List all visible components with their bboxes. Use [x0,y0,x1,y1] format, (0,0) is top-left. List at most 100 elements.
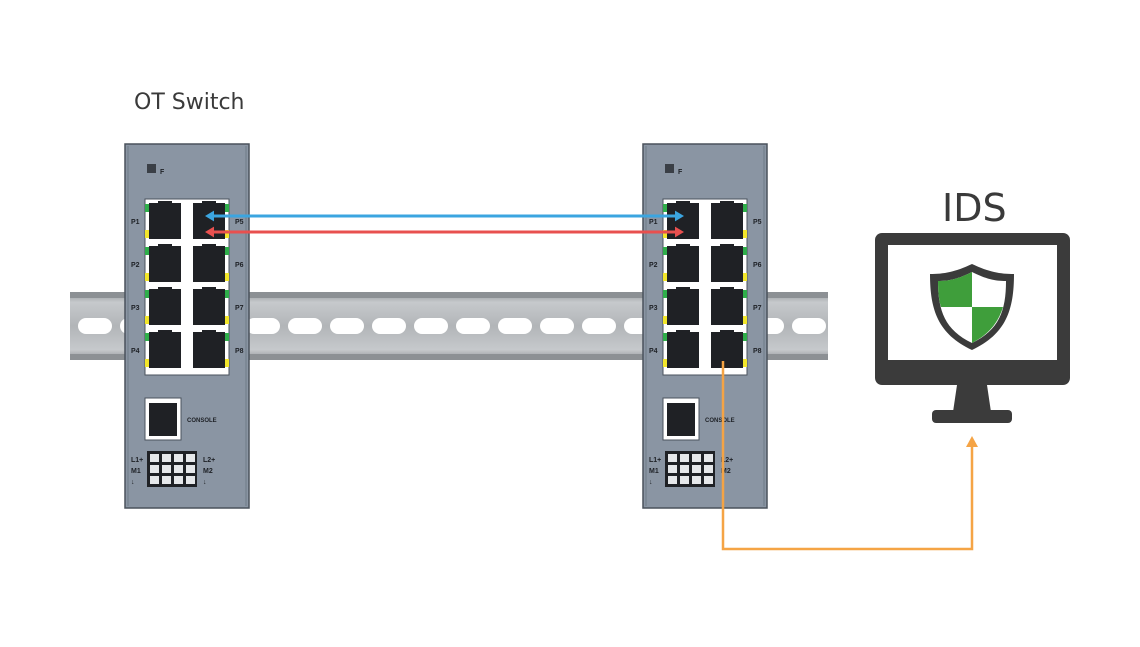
ethernet-port[interactable] [663,287,699,325]
terminal-screw [186,476,195,484]
port-activity-led [145,359,149,367]
port-activity-led [225,359,229,367]
ot-switch-label: OT Switch [134,90,245,115]
port-activity-led [663,273,667,281]
ethernet-port[interactable] [711,201,747,239]
ethernet-port[interactable] [145,244,181,282]
port-socket [149,289,181,325]
terminal-screw [150,465,159,473]
port-activity-led [663,316,667,324]
shield-quadrant [972,307,1003,343]
terminal-screw [692,465,701,473]
port-label-right: P6 [235,262,244,269]
terminal-screw [692,454,701,462]
port-socket [193,289,225,325]
ethernet-port[interactable] [711,244,747,282]
power-label-left: ↓ [131,479,135,486]
port-activity-led [145,316,149,324]
terminal-screw [174,465,183,473]
din-rail-slot [372,318,406,334]
port-label-right: P7 [235,305,244,312]
port-activity-led [743,230,747,238]
port-latch [202,330,216,336]
port-activity-led [145,230,149,238]
din-rail-slot [540,318,574,334]
terminal-screw [162,454,171,462]
din-rail-slot [330,318,364,334]
power-label-right: M2 [721,468,731,475]
din-rail-top-edge [70,292,828,298]
ethernet-port[interactable] [145,330,181,368]
port-link-led [145,333,149,341]
ethernet-port[interactable] [145,287,181,325]
ethernet-port[interactable] [193,287,229,325]
console-port[interactable] [149,403,177,436]
mirror-link [721,361,974,551]
ethernet-port[interactable] [711,287,747,325]
din-rail-slot [792,318,826,334]
ids-label: IDS [942,186,1007,230]
fault-label: F [160,169,165,176]
mirror-arrowhead [966,436,978,447]
port-latch [720,244,734,250]
arrowhead [675,226,684,238]
arrowhead [205,226,214,238]
port-label-right: P5 [753,219,762,226]
port-label-left: P2 [649,262,658,269]
ethernet-port[interactable] [193,244,229,282]
port-label-left: P2 [131,262,140,269]
ethernet-port[interactable] [663,330,699,368]
port-link-led [225,290,229,298]
terminal-screw [680,476,689,484]
terminal-screw [680,465,689,473]
port-label-right: P6 [753,262,762,269]
port-socket [149,332,181,368]
fault-label: F [678,169,683,176]
monitor-stand [932,410,1012,423]
port-latch [158,287,172,293]
shield-quadrant [938,272,972,307]
terminal-screw [186,465,195,473]
port-latch [202,244,216,250]
terminal-screw [680,454,689,462]
port-link-led [663,204,667,212]
power-label-left: ↓ [649,479,653,486]
port-latch [676,287,690,293]
din-rail-slot [582,318,616,334]
terminal-screw [174,476,183,484]
port-label-left: P1 [649,219,658,226]
port-activity-led [743,316,747,324]
terminal-screw [186,454,195,462]
port-label-right: P7 [753,305,762,312]
port-link-led [743,333,747,341]
port-link-led [663,247,667,255]
port-socket [711,246,743,282]
power-label-right: M2 [203,468,213,475]
port-activity-led [743,359,747,367]
port-label-left: P4 [649,348,658,355]
port-link-led [663,290,667,298]
ethernet-port[interactable] [711,330,747,368]
port-activity-led [663,359,667,367]
port-latch [676,330,690,336]
port-latch [720,287,734,293]
terminal-screw [704,454,713,462]
fault-led [665,164,674,173]
port-activity-led [663,230,667,238]
port-link-led [225,247,229,255]
port-latch [158,244,172,250]
ethernet-port[interactable] [193,330,229,368]
port-label-left: P1 [131,219,140,226]
din-rail-slot [288,318,322,334]
port-label-right: P8 [753,348,762,355]
port-link-led [743,290,747,298]
terminal-screw [704,476,713,484]
port-link-led [225,333,229,341]
console-port[interactable] [667,403,695,436]
ethernet-port[interactable] [663,244,699,282]
port-link-led [743,204,747,212]
ethernet-port[interactable] [145,201,181,239]
port-label-right: P5 [235,219,244,226]
